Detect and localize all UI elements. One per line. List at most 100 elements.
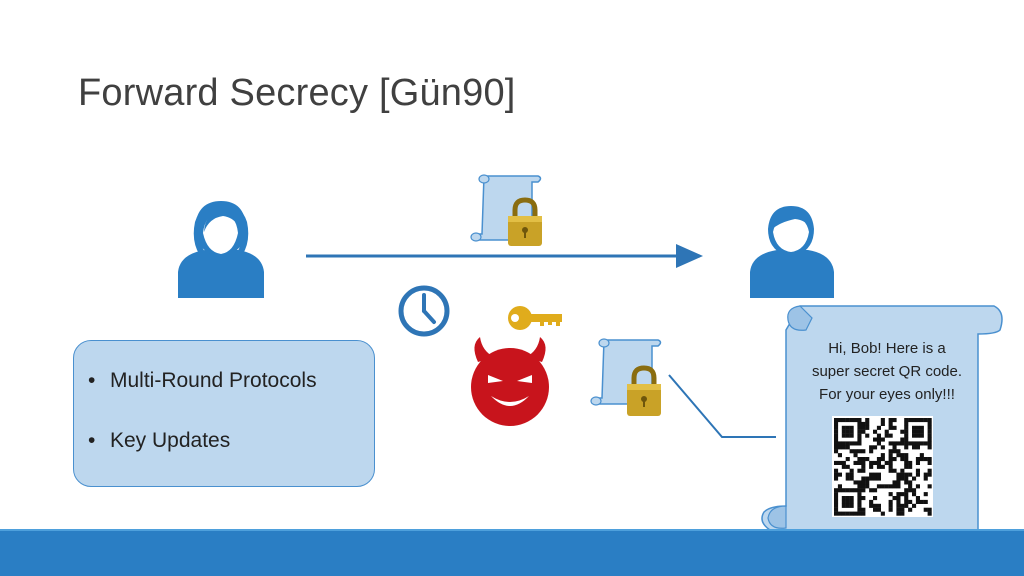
qr-module	[853, 460, 858, 465]
qr-module	[865, 425, 870, 430]
bullet-box: •Multi-Round Protocols •Key Updates	[73, 340, 375, 487]
qr-module	[900, 468, 905, 473]
qr-module	[904, 418, 909, 423]
qr-module	[845, 488, 850, 493]
qr-module	[841, 433, 846, 438]
qr-module	[869, 499, 874, 504]
qr-module	[845, 433, 850, 438]
qr-module	[837, 511, 842, 516]
qr-module	[912, 418, 917, 423]
qr-module	[908, 499, 913, 504]
qr-module	[857, 511, 862, 516]
qr-module	[908, 488, 913, 493]
qr-module	[884, 484, 889, 489]
qr-module	[927, 441, 932, 446]
qr-module	[915, 472, 920, 477]
qr-module	[904, 480, 909, 485]
qr-module	[861, 511, 866, 516]
qr-module	[865, 480, 870, 485]
qr-module	[861, 488, 866, 493]
qr-module	[912, 492, 917, 497]
qr-module	[880, 421, 885, 426]
qr-module	[841, 488, 846, 493]
qr-module	[900, 437, 905, 442]
qr-module	[849, 496, 854, 501]
qr-module	[876, 503, 881, 508]
qr-module	[912, 445, 917, 450]
qr-module	[896, 484, 901, 489]
qr-module	[888, 484, 893, 489]
qr-module	[923, 507, 928, 512]
qr-module	[888, 418, 893, 423]
qr-module	[923, 499, 928, 504]
qr-module	[834, 496, 839, 501]
qr-module	[896, 492, 901, 497]
qr-module	[896, 511, 901, 516]
qr-module	[861, 496, 866, 501]
qr-module	[876, 476, 881, 481]
qr-module	[865, 418, 870, 423]
qr-module	[849, 441, 854, 446]
qr-module	[884, 433, 889, 438]
qr-module	[927, 433, 932, 438]
qr-module	[915, 418, 920, 423]
qr-module	[888, 425, 893, 430]
qr-module	[837, 460, 842, 465]
qr-module	[857, 499, 862, 504]
qr-module	[873, 437, 878, 442]
qr-module	[892, 449, 897, 454]
qr-module	[841, 464, 846, 469]
qr-module	[888, 453, 893, 458]
qr-module	[927, 418, 932, 423]
qr-module	[873, 476, 878, 481]
qr-module	[896, 453, 901, 458]
qr-module	[857, 468, 862, 473]
qr-module	[896, 449, 901, 454]
qr-module	[904, 499, 909, 504]
qr-module	[927, 460, 932, 465]
qr-module	[841, 460, 846, 465]
qr-module	[845, 425, 850, 430]
qr-module	[849, 488, 854, 493]
qr-module	[892, 457, 897, 462]
qr-module	[892, 468, 897, 473]
qr-module	[841, 441, 846, 446]
qr-module	[849, 499, 854, 504]
qr-module	[919, 499, 924, 504]
qr-module	[834, 503, 839, 508]
qr-module	[869, 449, 874, 454]
qr-module	[919, 453, 924, 458]
qr-module	[857, 449, 862, 454]
qr-module	[841, 425, 846, 430]
qr-module	[837, 488, 842, 493]
qr-module	[861, 480, 866, 485]
qr-module	[912, 476, 917, 481]
qr-module	[927, 425, 932, 430]
qr-module	[857, 433, 862, 438]
qr-module	[892, 496, 897, 501]
qr-module	[908, 441, 913, 446]
qr-module	[857, 429, 862, 434]
qr-module	[876, 464, 881, 469]
qr-module	[923, 457, 928, 462]
qr-module	[927, 511, 932, 516]
qr-module	[845, 476, 850, 481]
qr-module	[904, 476, 909, 481]
qr-module	[923, 472, 928, 477]
qr-module	[865, 421, 870, 426]
qr-module	[927, 445, 932, 450]
qr-module	[912, 488, 917, 493]
qr-module	[876, 441, 881, 446]
qr-module	[857, 488, 862, 493]
qr-module	[845, 457, 850, 462]
qr-module	[880, 445, 885, 450]
qr-module	[876, 507, 881, 512]
qr-module	[904, 421, 909, 426]
qr-module	[912, 433, 917, 438]
qr-module	[888, 507, 893, 512]
qr-module	[908, 484, 913, 489]
qr-module	[834, 437, 839, 442]
qr-module	[841, 445, 846, 450]
qr-module	[861, 464, 866, 469]
